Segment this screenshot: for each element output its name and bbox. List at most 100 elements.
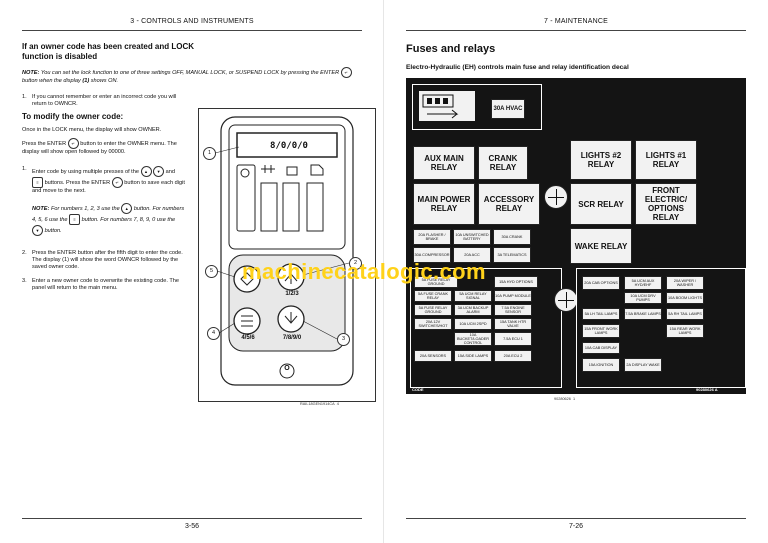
- callout-4: 4: [207, 327, 220, 340]
- fuse-label: 10A BUCKET/LOADER CONTROL: [454, 332, 492, 346]
- fuse-label: 30A CRANK: [493, 229, 531, 245]
- relay-accessory: ACCESSORY RELAY: [478, 183, 540, 225]
- modify-owner-heading: To modify the owner code:: [22, 112, 124, 121]
- fuse-label: 15A TANK HTR VALVE: [494, 318, 532, 330]
- relay-front-electric: FRONT ELECTRIC/ OPTIONS RELAY: [635, 183, 697, 225]
- left-figure-code: RAIL18GEN1914CA 4: [300, 402, 339, 406]
- enter-icon: ↵: [67, 138, 79, 149]
- enter-owner-text: Press the ENTER ↵ button to enter the OW…: [22, 138, 192, 156]
- left-page: 3 - CONTROLS AND INSTRUMENTS If an owner…: [22, 18, 376, 530]
- fuse-block-bottom-right-frame: [576, 268, 746, 388]
- down-arrow-icon: ▼: [32, 225, 43, 236]
- right-figure-code: 90280626 1: [554, 397, 576, 401]
- fuse-label: 10A UNSWITCHED BATTERY: [453, 229, 491, 245]
- fuse-hvac: 30A HVAC: [491, 99, 525, 119]
- left-page-number: 3-56: [184, 523, 199, 530]
- relay-main-power: MAIN POWER RELAY: [413, 183, 475, 225]
- callout-2: 2: [349, 257, 362, 270]
- up-arrow-icon: ▲: [140, 166, 152, 177]
- right-footer-rule: [406, 518, 746, 519]
- fuse-label: 20A CAB OPTIONS: [582, 276, 620, 290]
- relay-aux-main: AUX MAIN RELAY: [413, 146, 475, 180]
- fuse-label: 20A 12V SWITCHES/HOT: [414, 318, 452, 330]
- fuse-label: 7.5A ENGINE SENSOR: [494, 304, 532, 316]
- left-footer-rule: [22, 518, 362, 519]
- callout-3: 3: [337, 333, 350, 346]
- fuse-label: 3A TELEMATICS: [493, 247, 531, 263]
- callout-leaders: [214, 146, 350, 340]
- fuse-label: 7.5A BRAKE LAMPS: [624, 308, 662, 320]
- callout-1: 1: [203, 147, 216, 160]
- fuse-label: 15A IGNITION: [582, 358, 620, 372]
- fuse-label: 3A UCM BACKUP ALARM: [454, 304, 492, 316]
- relay-lights-1: LIGHTS #1 RELAY: [635, 140, 697, 180]
- number-buttons-note: NOTE: For numbers 1, 2, 3 use the ▲ butt…: [32, 203, 187, 236]
- panel-bottom-symbol: O: [284, 365, 290, 372]
- fuse-label: 10A BOOM LIGHTS: [666, 292, 704, 304]
- relay-crank: CRANK RELAY: [478, 146, 528, 180]
- enter-icon: ↵: [111, 177, 123, 188]
- fuse-label: 20A SENSORS: [414, 350, 452, 362]
- fuse-label: 5A FUSE CRANK RELAY: [414, 290, 452, 302]
- fuse-label: 20A ECU 2: [494, 350, 532, 362]
- enter-icon: ↵: [340, 67, 352, 78]
- fuse-label: 15A REAR WORK LAMPS: [666, 324, 704, 338]
- decal-code-left: CODE: [412, 387, 424, 392]
- step-incorrect-code: If you cannot remember or enter an incor…: [32, 94, 177, 108]
- label-7890: 7/8/9/0: [282, 335, 302, 341]
- decal-subtitle: Electro-Hydraulic (EH) controls main fus…: [406, 64, 629, 71]
- fuse-label: 5A UCM RELAY SIGNAL: [454, 290, 492, 302]
- label-123: 1/2/3: [285, 291, 299, 297]
- right-header-rule: [406, 30, 746, 31]
- lock-menu-text: Once in the LOCK menu, the display will …: [22, 127, 162, 133]
- fuse-label: 5A FUSE RELAY GROUND: [414, 276, 458, 288]
- relay-wake: WAKE RELAY: [570, 228, 632, 264]
- fuses-relays-title: Fuses and relays: [406, 43, 496, 55]
- fuse-label: 5A RH TAIL LAMPS: [666, 308, 704, 320]
- fuse-label: 10A UCM 2SPD: [454, 318, 492, 330]
- fuse-label: 20A ACC: [453, 247, 491, 263]
- fuse-label: 15A HYD OPTIONS: [494, 276, 538, 288]
- callout-5: 5: [205, 265, 218, 278]
- fuse-label: 20A FLASHER / BRAKE: [413, 229, 451, 245]
- up-arrow-icon: ▲: [121, 203, 133, 214]
- left-header-rule: [22, 30, 362, 31]
- fuse-label: 7.5A ECU 1: [494, 332, 532, 346]
- lock-note: NOTE: You can set the lock function to o…: [22, 67, 357, 85]
- lock-disabled-heading: If an owner code has been created and LO…: [22, 42, 195, 61]
- hvac-block: 30A HVAC: [412, 84, 542, 130]
- fuse-label: 5A FUSE RELAY GROUND: [414, 304, 452, 316]
- list-icon: ≡: [69, 214, 81, 225]
- watermark: machinecatalogic.com: [242, 259, 486, 284]
- instrument-panel-drawing: [220, 116, 354, 386]
- fuse-label: 10A UCM DRV PUMPS: [624, 292, 662, 304]
- fuse-block-bottom-left-frame: [410, 268, 562, 388]
- fuse-label: 2A DISPLAY WAKE: [624, 358, 662, 372]
- hvac-connector-icon: [419, 91, 475, 121]
- right-header: 7 - MAINTENANCE: [543, 18, 609, 25]
- fuse-label: 5A LH TAIL LAMPS: [582, 308, 620, 320]
- right-page-number: 7-26: [568, 523, 583, 530]
- relay-scr: SCR RELAY: [570, 183, 632, 225]
- fuse-relay-decal: 30A HVAC AUX MAIN RELAY CRANK RELAY MAIN…: [406, 78, 746, 394]
- left-header: 3 - CONTROLS AND INSTRUMENTS: [130, 18, 254, 25]
- fuse-label: 20A WIPER / WASHER: [666, 276, 704, 290]
- relay-lights-2: LIGHTS #2 RELAY: [570, 140, 632, 180]
- right-page: 7 - MAINTENANCE Fuses and relays Electro…: [384, 0, 768, 543]
- instrument-panel-figure: 8/0/0/0 1/2/3 4/5/6 7/8/9/0 O 1 2 3 4 5: [198, 108, 376, 402]
- list-icon: ≡: [32, 177, 43, 188]
- fuse-label: 10A CAB DISPLAY: [582, 342, 620, 354]
- fuse-label: 15A FRONT WORK LAMPS: [582, 324, 620, 338]
- fuse-label: 15A SIDE LAMPS: [454, 350, 492, 362]
- step-enter-code: Enter code by using multiple presses of …: [32, 166, 187, 195]
- step-press-enter: Press the ENTER button after the fifth d…: [32, 250, 183, 271]
- page-gutter: [383, 0, 384, 543]
- fuse-label: 10A PUMP MODULE: [494, 290, 532, 302]
- display-readout: 8/0/0/0: [270, 141, 308, 151]
- label-456: 4/5/6: [241, 335, 255, 341]
- fuse-label: 30A COMPRESSOR: [413, 247, 451, 263]
- fuse-label: 5A UCM AUX HYD/EHF: [624, 276, 662, 290]
- step-overwrite: Enter a new owner code to overwrite the …: [32, 278, 179, 292]
- decal-code-right: 90280626 A: [696, 387, 718, 392]
- mount-hole: [544, 185, 568, 209]
